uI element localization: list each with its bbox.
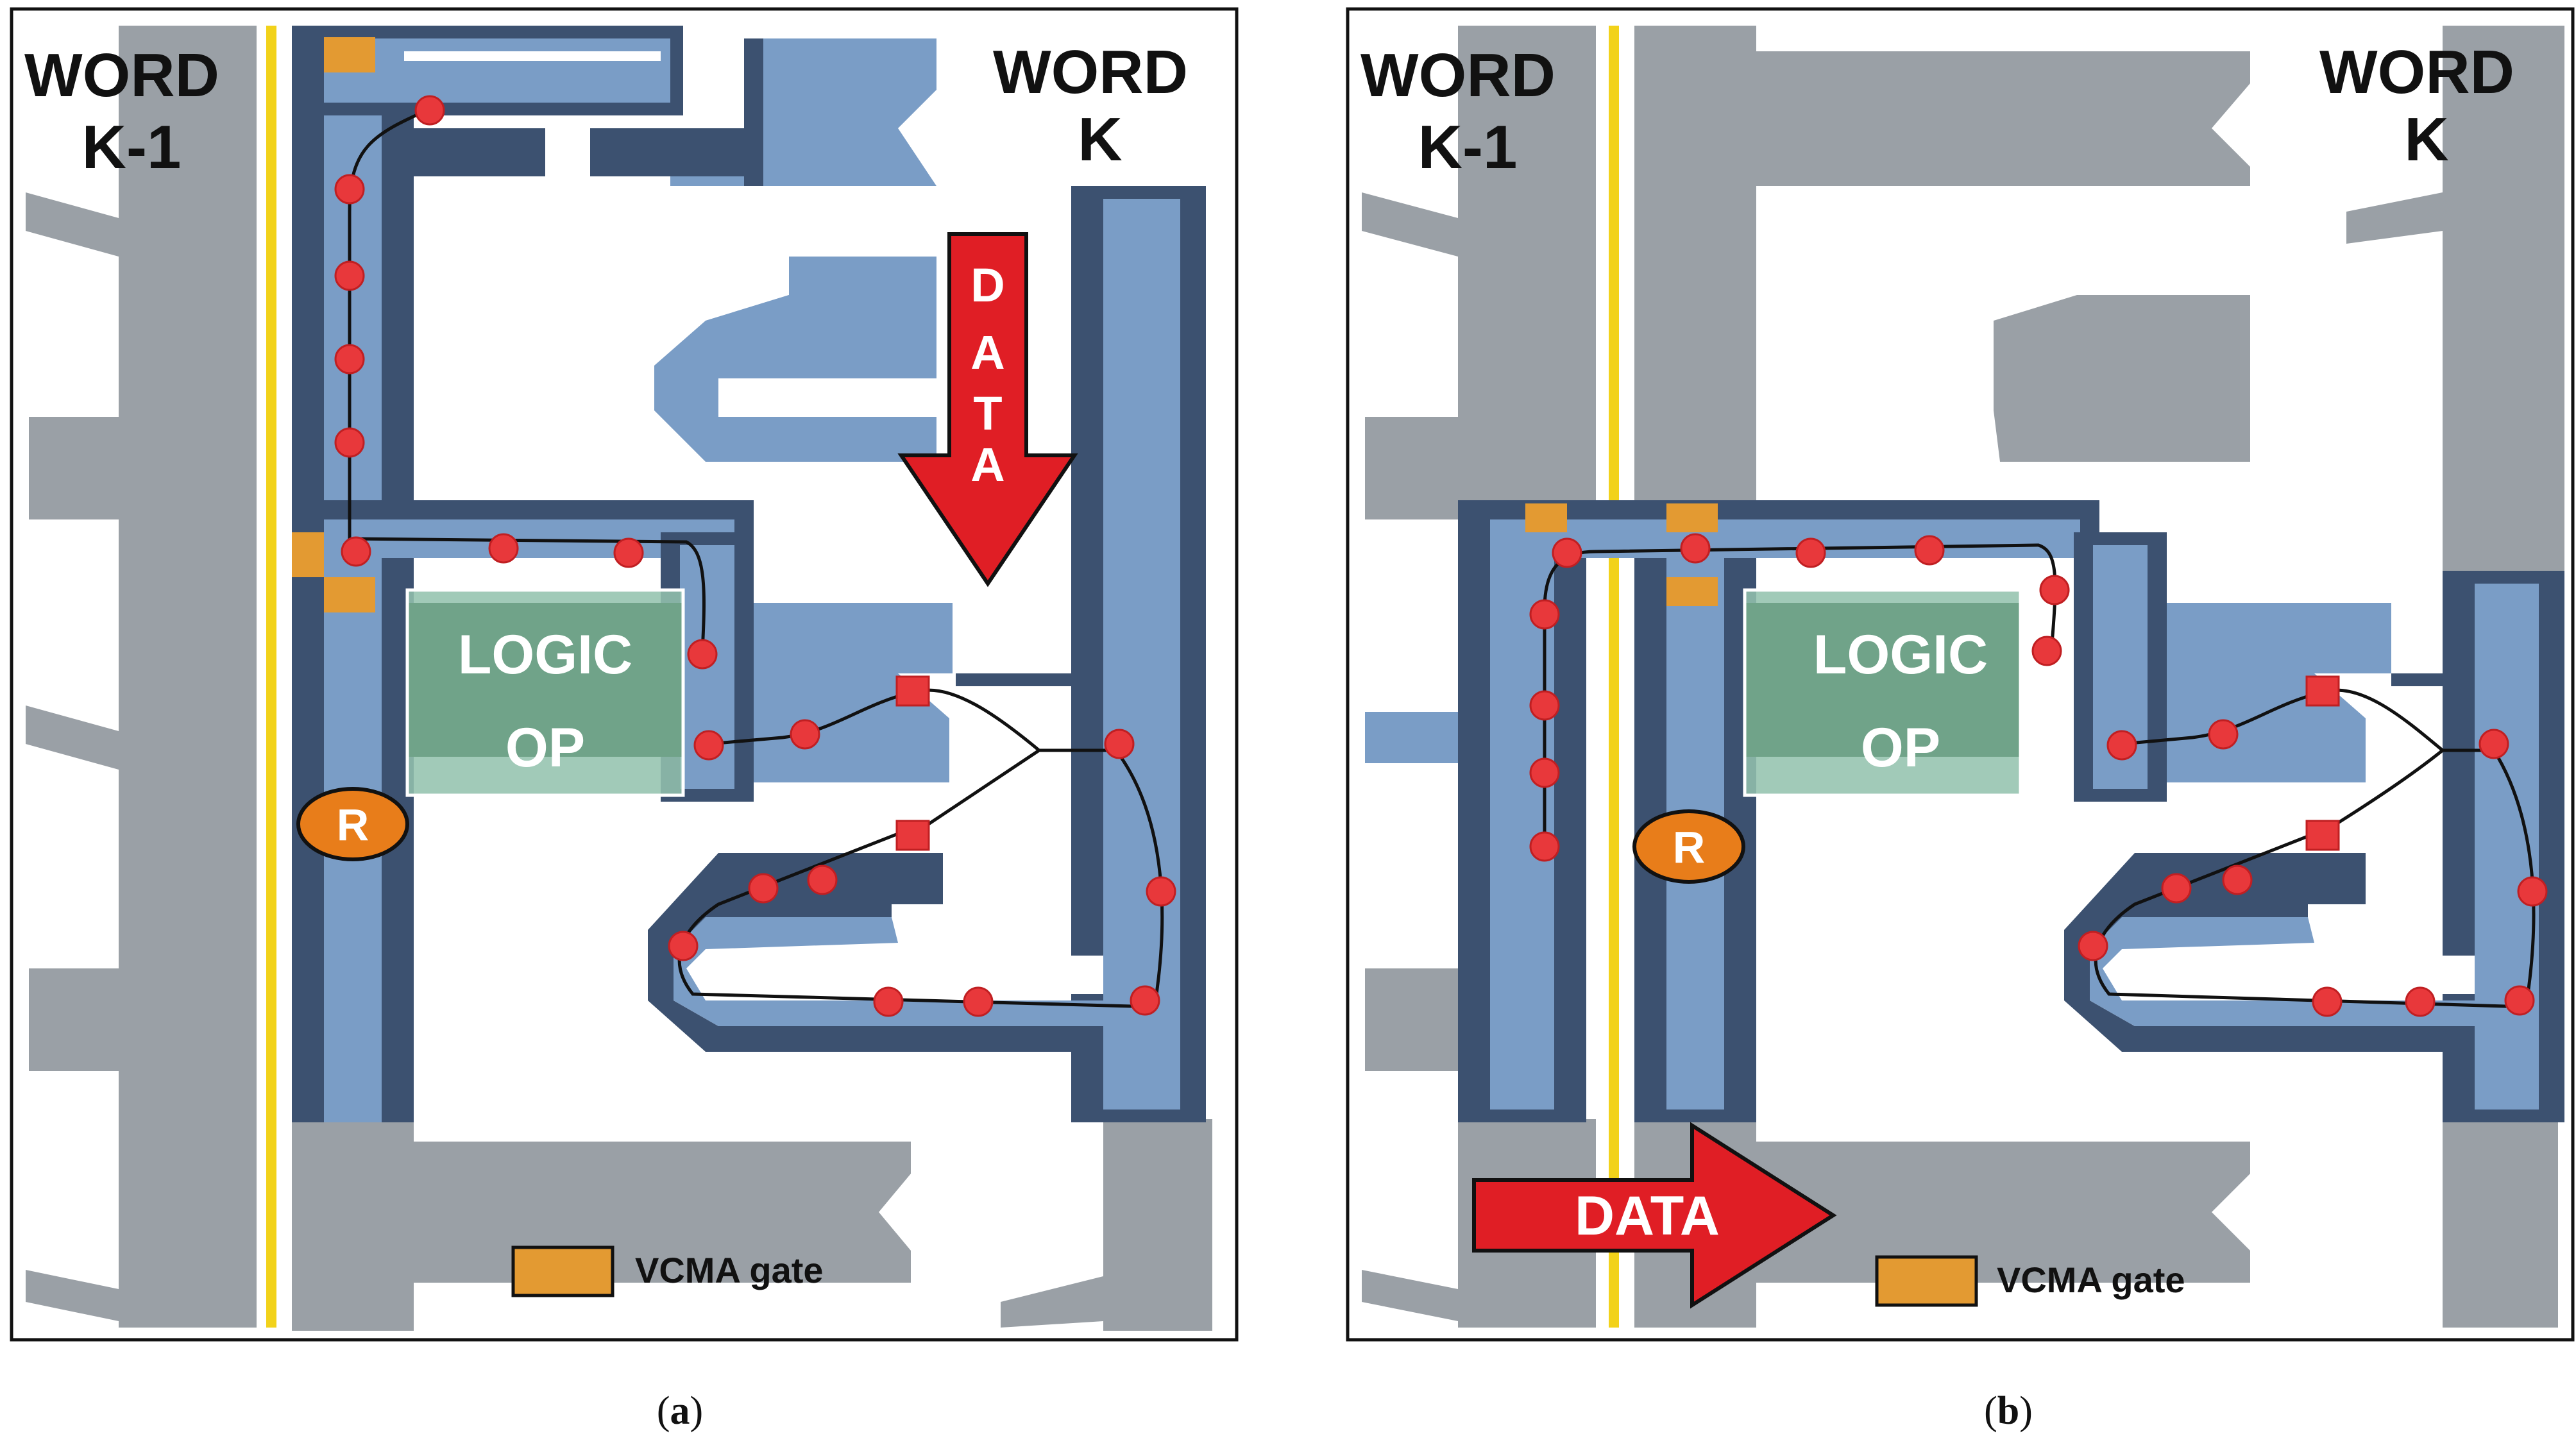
panel-a-diagram: LOGIC OP R [10, 7, 1239, 1342]
caption-letter: b [1997, 1389, 2020, 1433]
logic-label: LOGIC [458, 624, 632, 686]
register: R [296, 787, 409, 861]
data-letter: A [970, 326, 1004, 379]
skyrmions [1529, 533, 2548, 1017]
caption-letter: a [670, 1389, 690, 1433]
legend: VCMA gate [511, 1245, 824, 1297]
yellow-rail [266, 26, 276, 1328]
word-k-index: K [1078, 105, 1122, 174]
word-k-1-index: K-1 [82, 113, 182, 181]
legend-label: VCMA gate [1997, 1260, 2185, 1300]
logic-op-block: LOGIC OP [405, 588, 685, 797]
word-k-index: K [2404, 105, 2448, 174]
data-letter: T [973, 387, 1002, 440]
legend-label: VCMA gate [635, 1250, 824, 1290]
data-letter: A [970, 438, 1004, 491]
register-label: R [337, 800, 369, 850]
panel-b: LOGIC OP R [1288, 0, 2576, 1443]
panel-b-diagram: LOGIC OP R [1346, 7, 2575, 1342]
op-label: OP [1861, 717, 1940, 779]
word-k-label: WORD [2319, 38, 2514, 106]
legend-swatch [511, 1245, 614, 1297]
register-label: R [1673, 822, 1706, 872]
caption-a: (a) [656, 1389, 704, 1433]
skyrmions [334, 95, 1176, 1017]
word-k-1-label: WORD [24, 41, 219, 110]
op-label: OP [505, 717, 585, 779]
word-k-1-index: K-1 [1418, 113, 1518, 181]
data-arrow-right: DATA [1472, 1122, 1837, 1309]
logic-label: LOGIC [1813, 624, 1988, 686]
vcma-gates [1525, 503, 1718, 606]
logic-op-block: LOGIC OP [1743, 588, 2022, 797]
word-k-1-label: WORD [1360, 41, 1555, 110]
inactive-tracks [1362, 26, 2564, 1328]
vcma-gates [292, 37, 375, 612]
legend: VCMA gate [1875, 1255, 2185, 1307]
panel-a: LOGIC OP R [10, 7, 1239, 1433]
inactive-tracks [26, 26, 1212, 1331]
data-arrow-down: D A T A [897, 232, 1078, 587]
caption-b: (b) [1984, 1389, 2033, 1433]
data-letter: D [970, 258, 1004, 312]
legend-swatch [1875, 1255, 1978, 1307]
word-k-label: WORD [993, 38, 1188, 106]
register: R [1632, 809, 1745, 884]
yellow-rail [1609, 26, 1619, 1328]
data-label: DATA [1575, 1185, 1720, 1247]
